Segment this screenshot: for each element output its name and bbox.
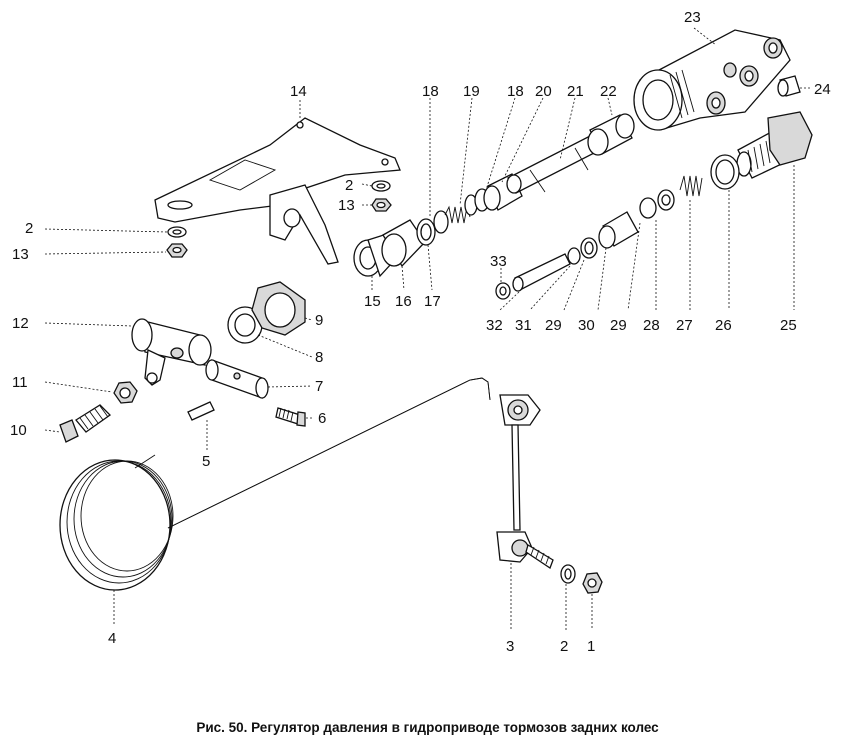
part-8-washer [227,306,263,344]
part-22-piston [587,113,635,156]
callout-6: 6 [318,410,326,427]
part-2-washer-left [167,226,187,238]
part-1-nut [582,572,603,594]
callout-19: 19 [463,83,480,100]
callout-20: 20 [535,83,552,100]
callout-7: 7 [315,378,323,395]
part-2-washer-upper [371,180,391,192]
part-32-pin [512,253,571,292]
part-17-ring [416,218,436,246]
part-5-pin [187,401,215,421]
callout-12: 12 [12,315,29,332]
callout-24: 24 [814,81,831,98]
part-21-rod [506,134,601,194]
callout-27: 27 [676,317,693,334]
part-10-bolt [59,404,112,443]
part-13-nut-upper [371,198,392,212]
callout-11: 11 [12,374,28,391]
part-2-washer-lower [560,564,576,584]
callout-labels: 23 24 14 18 19 18 20 21 22 2 13 2 13 33 … [10,9,831,655]
callout-4: 4 [108,630,116,647]
callout-10: 10 [10,422,27,439]
part-27-spring [679,175,703,197]
part-18-ring-a [433,210,449,234]
figure-caption: Рис. 50. Регулятор давления в гидроприво… [196,720,659,735]
callout-2-upper: 2 [345,177,353,194]
callout-1: 1 [587,638,595,655]
callout-23: 23 [684,9,701,26]
callout-22: 22 [600,83,617,100]
part-7-bushing [205,359,269,399]
callout-16: 16 [395,293,412,310]
callout-32: 32 [486,317,503,334]
part-30-piston [598,211,639,249]
part-25-plug-screw [736,111,813,179]
callout-18-a: 18 [422,83,439,100]
callout-25: 25 [780,317,797,334]
callout-28: 28 [643,317,660,334]
callout-21: 21 [567,83,584,100]
part-4-torsion-spring [59,377,491,591]
callout-8: 8 [315,349,323,366]
callout-30: 30 [578,317,595,334]
callout-2-lower: 2 [560,638,568,655]
callout-2-left: 2 [25,220,33,237]
callout-29-b: 29 [610,317,627,334]
part-3-link [496,394,554,569]
part-6-screw [275,407,306,427]
part-14-bracket [154,117,401,265]
part-24-plug [777,75,801,97]
part-23-body [633,29,791,131]
callout-5: 5 [202,453,210,470]
callout-33: 33 [490,253,507,270]
part-16-sleeve [381,219,426,268]
callout-9: 9 [315,312,323,329]
part-13-nut-left [166,243,188,258]
callout-31: 31 [515,317,532,334]
callout-14: 14 [290,83,307,100]
callout-13-upper: 13 [338,197,355,214]
part-33-washer [495,282,511,300]
callout-29-a: 29 [545,317,562,334]
callout-3: 3 [506,638,514,655]
part-31-ring [567,247,581,265]
callout-26: 26 [715,317,732,334]
callout-15: 15 [364,293,381,310]
part-29-ring-a [639,197,657,219]
part-11-nut [113,381,138,404]
part-12-lever [131,318,212,386]
callout-13-left: 13 [12,246,29,263]
callout-17: 17 [424,293,441,310]
part-28-washer [657,189,675,211]
part-26-seal [710,154,740,190]
callout-18-b: 18 [507,83,524,100]
part-29-ring-b [580,237,598,259]
part-9-nut [251,281,306,336]
